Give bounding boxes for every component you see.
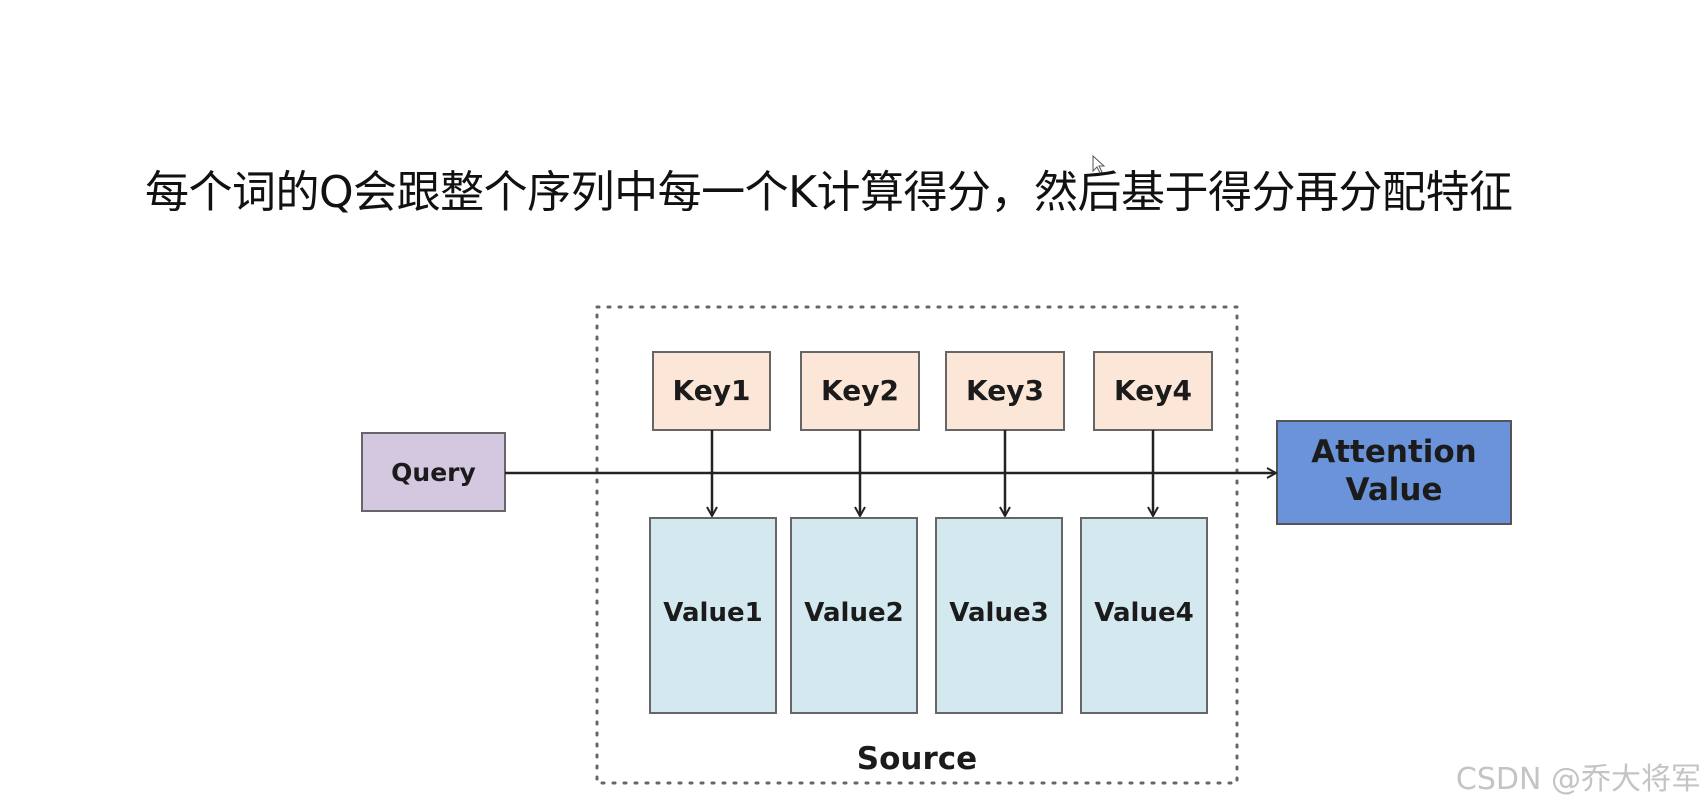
query-box: Query — [361, 432, 506, 512]
attention-value-box: Attention Value — [1276, 420, 1512, 525]
key-box: Key2 — [800, 351, 920, 431]
value-box: Value1 — [649, 517, 777, 714]
mouse-cursor-icon — [1092, 155, 1106, 174]
value-label: Value4 — [1094, 598, 1193, 628]
source-label: Source — [857, 741, 977, 777]
source-container — [595, 305, 1239, 785]
value-box: Value4 — [1080, 517, 1208, 714]
key-box: Key4 — [1093, 351, 1213, 431]
page-title: 每个词的Q会跟整个序列中每一个K计算得分，然后基于得分再分配特征 — [145, 167, 1513, 218]
value-box: Value2 — [790, 517, 918, 714]
key-box: Key1 — [652, 351, 771, 431]
key-label: Key2 — [821, 374, 899, 407]
attention-value-label-line1: Attention — [1311, 434, 1477, 470]
query-label: Query — [391, 458, 476, 487]
key-label: Key1 — [673, 374, 751, 407]
value-label: Value1 — [663, 598, 762, 628]
key-label: Key3 — [966, 374, 1044, 407]
value-box: Value3 — [935, 517, 1063, 714]
value-label: Value3 — [949, 598, 1048, 628]
value-label: Value2 — [804, 598, 903, 628]
attention-value-label-line2: Value — [1346, 472, 1443, 508]
watermark: CSDN @乔大将军 — [1455, 762, 1701, 797]
key-box: Key3 — [945, 351, 1065, 431]
key-label: Key4 — [1114, 374, 1192, 407]
